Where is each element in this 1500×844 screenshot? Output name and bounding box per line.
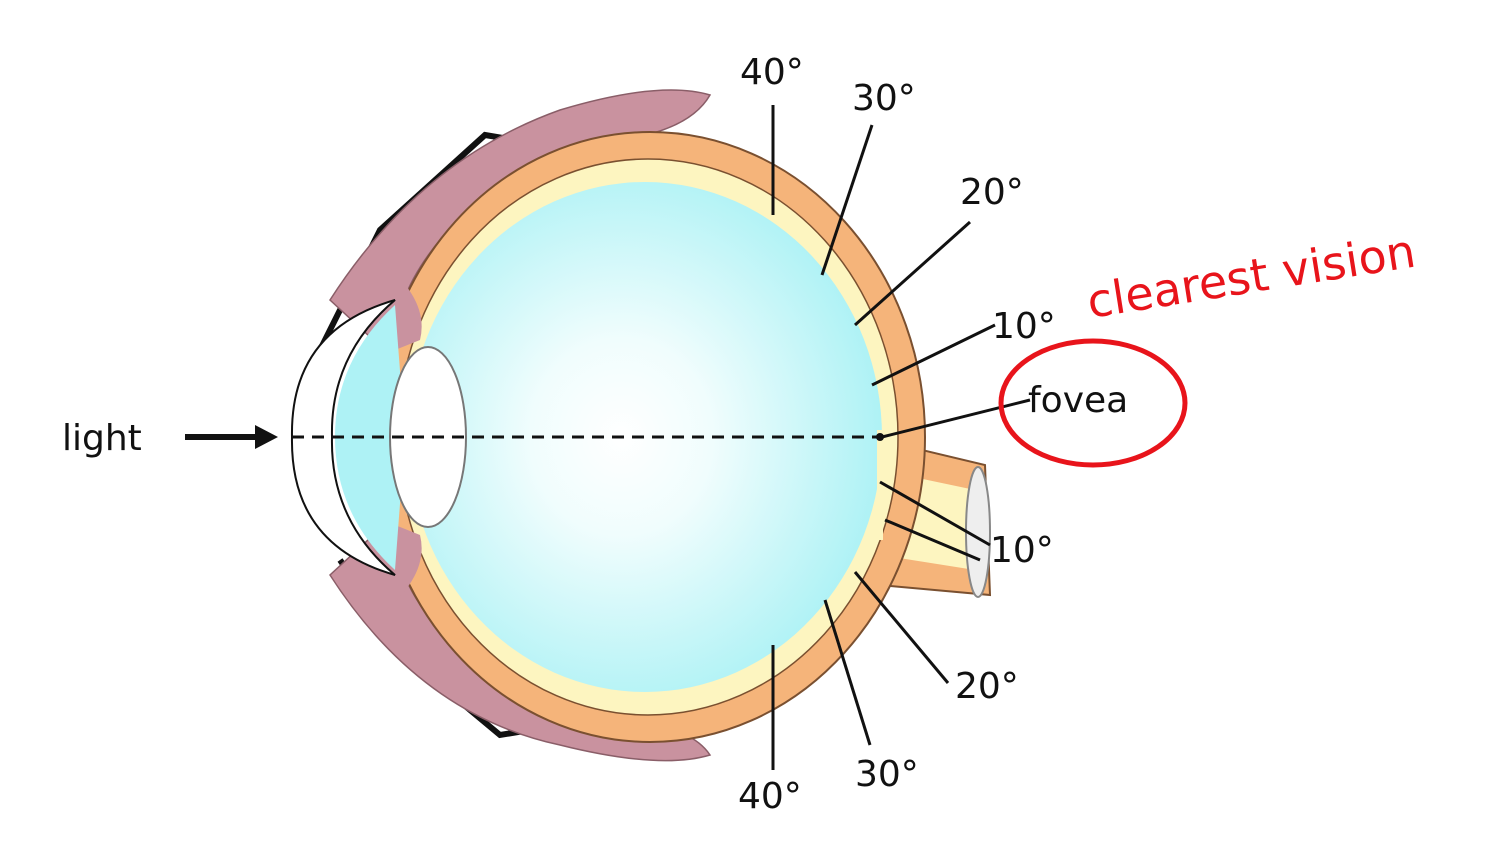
light-label: light [62, 418, 142, 459]
label-10-lower: 10° [990, 530, 1054, 571]
label-10-upper: 10° [992, 306, 1056, 347]
angle-line-10-upper [871, 323, 996, 387]
clearest-vision-label: clearest vision [1083, 224, 1419, 329]
label-20-lower: 20° [955, 666, 1019, 707]
angle-line-30-lower [823, 599, 872, 746]
cornea [290, 299, 396, 576]
iris [377, 260, 422, 615]
label-40-upper: 40° [740, 52, 804, 93]
fovea-pointer [881, 398, 1031, 439]
label-30-upper: 30° [852, 78, 916, 119]
angle-line-10-lower-b [884, 518, 981, 562]
angle-line-20-upper [853, 220, 972, 327]
angle-line-10-lower-a [879, 480, 991, 547]
angle-line-20-lower [853, 571, 950, 684]
vitreous-body [408, 182, 882, 692]
label-20-upper: 20° [960, 172, 1024, 213]
lens [389, 346, 467, 528]
fovea-label: fovea [1028, 380, 1128, 421]
label-30-lower: 30° [855, 754, 919, 795]
fovea-highlight-circle [998, 338, 1188, 468]
arrow-head-icon [255, 425, 278, 449]
angle-line-30-upper [820, 124, 874, 276]
label-40-lower: 40° [738, 776, 802, 817]
